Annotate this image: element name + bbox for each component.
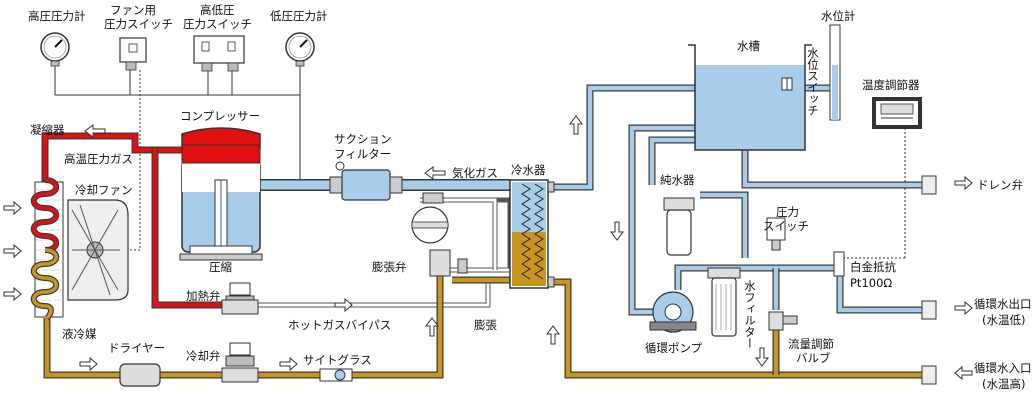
- label-liquid-refrigerant: 液冷媒: [62, 327, 97, 341]
- compressor: [179, 127, 263, 261]
- label-suction-filter-1: サクション: [334, 132, 392, 146]
- hilo-pressure-switch-icon: [193, 35, 245, 72]
- pressure-switch-water: [766, 217, 786, 251]
- platinum-sensor: [833, 251, 845, 277]
- label-outlet-2: (水温低): [982, 313, 1025, 327]
- hot-gas-line: [41, 132, 229, 309]
- label-water-level-gauge: 水位計: [821, 9, 856, 23]
- label-expansion-valve: 膨張弁: [372, 260, 407, 274]
- label-platinum-2: Pt100Ω: [850, 276, 892, 290]
- label-suction-filter-2: フィルター: [334, 147, 391, 161]
- label-compression: 圧縮: [209, 260, 232, 274]
- label-water-tank: 水槽: [737, 39, 760, 53]
- hot-gas-bypass-line: [250, 197, 513, 308]
- label-dryer: ドライヤー: [108, 341, 165, 355]
- valve-icon: [921, 175, 937, 385]
- label-hilo-switch-2: 圧力スイッチ: [183, 17, 252, 31]
- label-inlet-2: (水温高): [982, 377, 1025, 391]
- temperature-controller: [872, 97, 922, 129]
- cooling-fan-icon: [67, 199, 129, 301]
- water-filter: [707, 267, 741, 337]
- dryer: [119, 363, 161, 387]
- suction-filter: [329, 161, 403, 201]
- label-evaporated-gas: 気化ガス: [452, 166, 498, 180]
- heating-valve-icon: [221, 282, 259, 315]
- cooling-valve-icon: [221, 342, 259, 383]
- expansion-valve: [411, 192, 468, 277]
- label-drain-valve: ドレン弁: [977, 178, 1023, 192]
- return-water-line: [548, 278, 925, 379]
- sight-glass: [319, 368, 353, 382]
- label-low-pressure-gauge: 低圧圧力計: [270, 9, 328, 23]
- chiller: [509, 179, 555, 289]
- label-condenser: 凝縮器: [30, 123, 65, 137]
- label-heating-valve: 加熱弁: [186, 289, 221, 303]
- label-fan-pressure-switch-1: ファン用: [110, 3, 156, 17]
- label-fan-pressure-switch-2: 圧力スイッチ: [104, 17, 173, 31]
- label-platinum-1: 白金抵抗: [850, 260, 896, 274]
- label-high-pressure-gauge: 高圧圧力計: [28, 9, 86, 23]
- label-compressor: コンプレッサー: [180, 109, 260, 123]
- condenser: [30, 177, 64, 321]
- water-level-gauge: [829, 24, 841, 121]
- label-water-filter: 水フィルター: [743, 280, 757, 349]
- label-pure-water: 純水器: [660, 173, 695, 187]
- water-tank: [688, 44, 812, 151]
- flow-valve-icon: [768, 311, 798, 331]
- fan-control-wire: [128, 70, 906, 259]
- pump-icon: [649, 291, 697, 333]
- pure-water-filter: [663, 197, 695, 256]
- label-cooling-fan: 冷却ファン: [75, 183, 133, 197]
- label-chiller: 冷水器: [511, 163, 546, 177]
- pressure-switch-icon: [119, 37, 147, 71]
- label-pressure-switch-1: 圧力: [776, 205, 799, 219]
- control-wires: [54, 62, 301, 180]
- label-hot-gas: 高温圧力ガス: [64, 152, 133, 166]
- label-circulation-pump: 循環ポンプ: [645, 341, 703, 355]
- label-outlet-1: 循環水出口: [974, 297, 1032, 311]
- labels: 高圧圧力計 ファン用 圧力スイッチ 高低圧 圧力スイッチ 低圧圧力計 水位計 水…: [28, 3, 1032, 391]
- label-expansion: 膨張: [474, 318, 497, 332]
- arrow-icon: [3, 115, 973, 381]
- label-pressure-switch-2: スイッチ: [763, 219, 809, 233]
- pressure-gauge-icon: [40, 32, 70, 67]
- label-flow-valve-2: バルブ: [796, 351, 831, 365]
- label-water-level-switch: 水位スイッチ: [806, 47, 820, 116]
- label-cooling-valve: 冷却弁: [186, 349, 221, 363]
- label-temp-controller: 温度調節器: [862, 78, 920, 92]
- label-hot-gas-bypass: ホットガスバイパス: [288, 318, 391, 332]
- label-inlet-1: 循環水入口: [974, 361, 1032, 375]
- low-pressure-gauge-icon: [285, 32, 315, 67]
- label-hilo-switch-1: 高低圧: [200, 3, 235, 17]
- label-flow-valve-1: 流量調節: [788, 337, 834, 351]
- label-sight-glass: サイトグラス: [303, 353, 372, 367]
